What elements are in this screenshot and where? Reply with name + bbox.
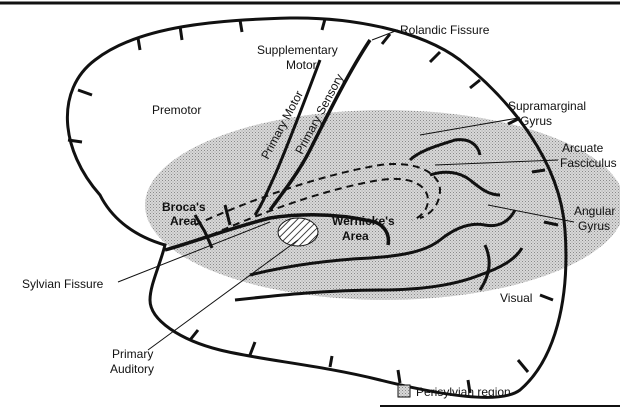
label-wernickes-2: Area [342,229,369,243]
label-brocas-2: Area [170,214,197,228]
label-angular-1: Angular [574,204,615,218]
label-sylvian-fissure: Sylvian Fissure [22,277,104,291]
legend-swatch [398,385,410,397]
label-visual: Visual [500,291,532,305]
label-supramarginal-1: Supramarginal [508,99,586,113]
label-angular-2: Gyrus [578,219,610,233]
label-rolandic-fissure: Rolandic Fissure [400,23,490,37]
perisylvian-region [145,110,620,300]
label-supramarginal-2: Gyrus [520,114,552,128]
label-supplementary-motor-1: Supplementary [257,43,338,57]
label-premotor: Premotor [152,103,201,117]
label-arcuate-2: Fasciculus [560,156,617,170]
label-wernickes-1: Wernicke's [332,214,395,228]
primary-auditory-area [278,218,318,246]
label-supplementary-motor-2: Motor [286,58,317,72]
legend-label: Perisylvian region [416,385,511,399]
label-primary-auditory-2: Auditory [110,362,154,376]
label-brocas-1: Broca's [162,200,206,214]
label-arcuate-1: Arcuate [562,141,604,155]
label-primary-auditory-1: Primary [112,347,153,361]
